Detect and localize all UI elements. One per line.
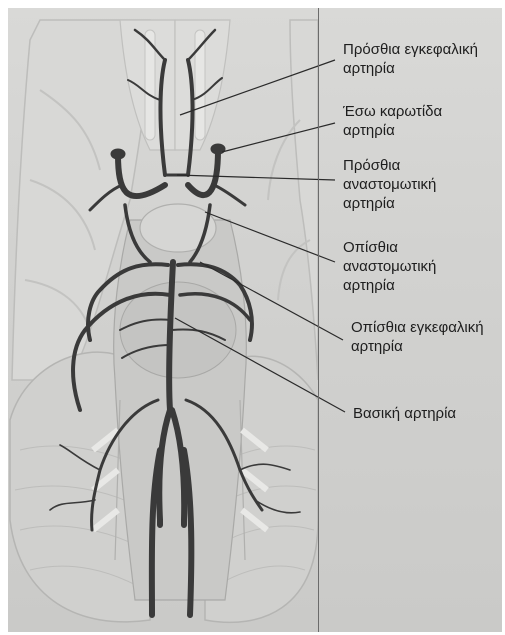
label-line: αναστομωτική [343,257,436,276]
label-internal-carotid-artery: Έσω καρωτίδα αρτηρία [343,102,442,140]
label-line: αναστομωτική [343,175,436,194]
label-line: Οπίσθια [343,238,436,257]
label-line: αρτηρία [351,337,484,356]
label-anterior-communicating-artery: Πρόσθια αναστομωτική αρτηρία [343,156,436,213]
label-basilar-artery: Βασική αρτηρία [353,404,456,423]
label-line: αρτηρία [343,121,442,140]
label-line: Οπίσθια εγκεφαλική [351,318,484,337]
label-posterior-cerebral-artery: Οπίσθια εγκεφαλική αρτηρία [351,318,484,356]
label-line: Πρόσθια [343,156,436,175]
label-line: Έσω καρωτίδα [343,102,442,121]
label-anterior-cerebral-artery: Πρόσθια εγκεφαλική αρτηρία [343,40,478,78]
page-divider [318,8,319,632]
label-line: αρτηρία [343,59,478,78]
label-line: αρτηρία [343,276,436,295]
label-line: Πρόσθια εγκεφαλική [343,40,478,59]
label-line: αρτηρία [343,194,436,213]
label-line: Βασική αρτηρία [353,404,456,423]
label-posterior-communicating-artery: Οπίσθια αναστομωτική αρτηρία [343,238,436,295]
